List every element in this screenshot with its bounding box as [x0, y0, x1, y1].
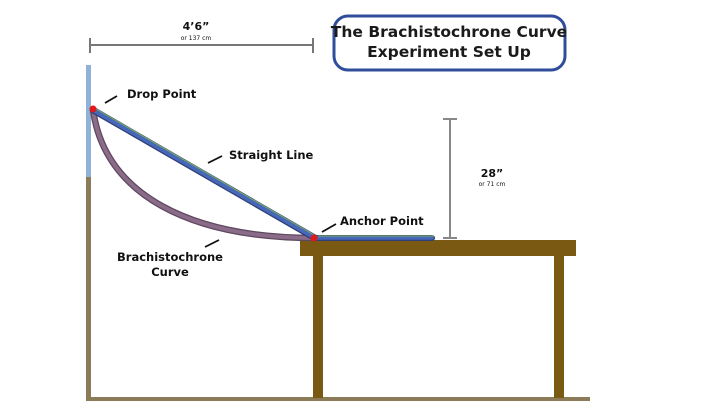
- drop-point-label: Drop Point: [127, 87, 197, 101]
- table-leg-left: [313, 254, 323, 398]
- table-leg-right: [554, 254, 564, 398]
- callout-leaders: [104, 95, 337, 248]
- anchor-point-label: Anchor Point: [340, 214, 424, 228]
- horizontal-dimension-label: 4’6”: [183, 20, 210, 33]
- brachistochrone-label-line-1: Brachistochrone: [117, 250, 223, 264]
- straight-line-label: Straight Line: [229, 148, 314, 162]
- post-upper: [86, 65, 91, 177]
- title-border: [332, 14, 567, 72]
- brachistochrone-leader: [204, 239, 220, 248]
- anchor-point-leader: [321, 223, 337, 233]
- drop-point-marker: [89, 105, 97, 113]
- table-top: [300, 240, 576, 256]
- vertical-dimension-metric: or 71 cm: [479, 181, 506, 188]
- title-line-1: The Brachistochrone Curve: [331, 23, 567, 41]
- post-lower: [86, 176, 91, 398]
- vertical-dimension: [443, 118, 457, 239]
- straight-track-highlight: [95, 108, 317, 237]
- vertical-dimension-label: 28”: [481, 167, 504, 180]
- ground-line: [86, 397, 590, 401]
- title-line-2: Experiment Set Up: [367, 43, 531, 61]
- anchor-point-marker: [310, 234, 318, 242]
- drop-point-leader: [104, 95, 118, 104]
- straight-line-leader: [207, 155, 223, 164]
- straight-track: [91, 108, 317, 240]
- horizontal-dimension: [89, 38, 314, 53]
- horizontal-dimension-metric: or 137 cm: [181, 35, 212, 42]
- brachistochrone-label-line-2: Curve: [151, 265, 189, 279]
- table: [300, 240, 576, 398]
- title-box: The Brachistochrone Curve Experiment Set…: [331, 14, 567, 72]
- brachistochrone-curve-track: [91, 108, 317, 240]
